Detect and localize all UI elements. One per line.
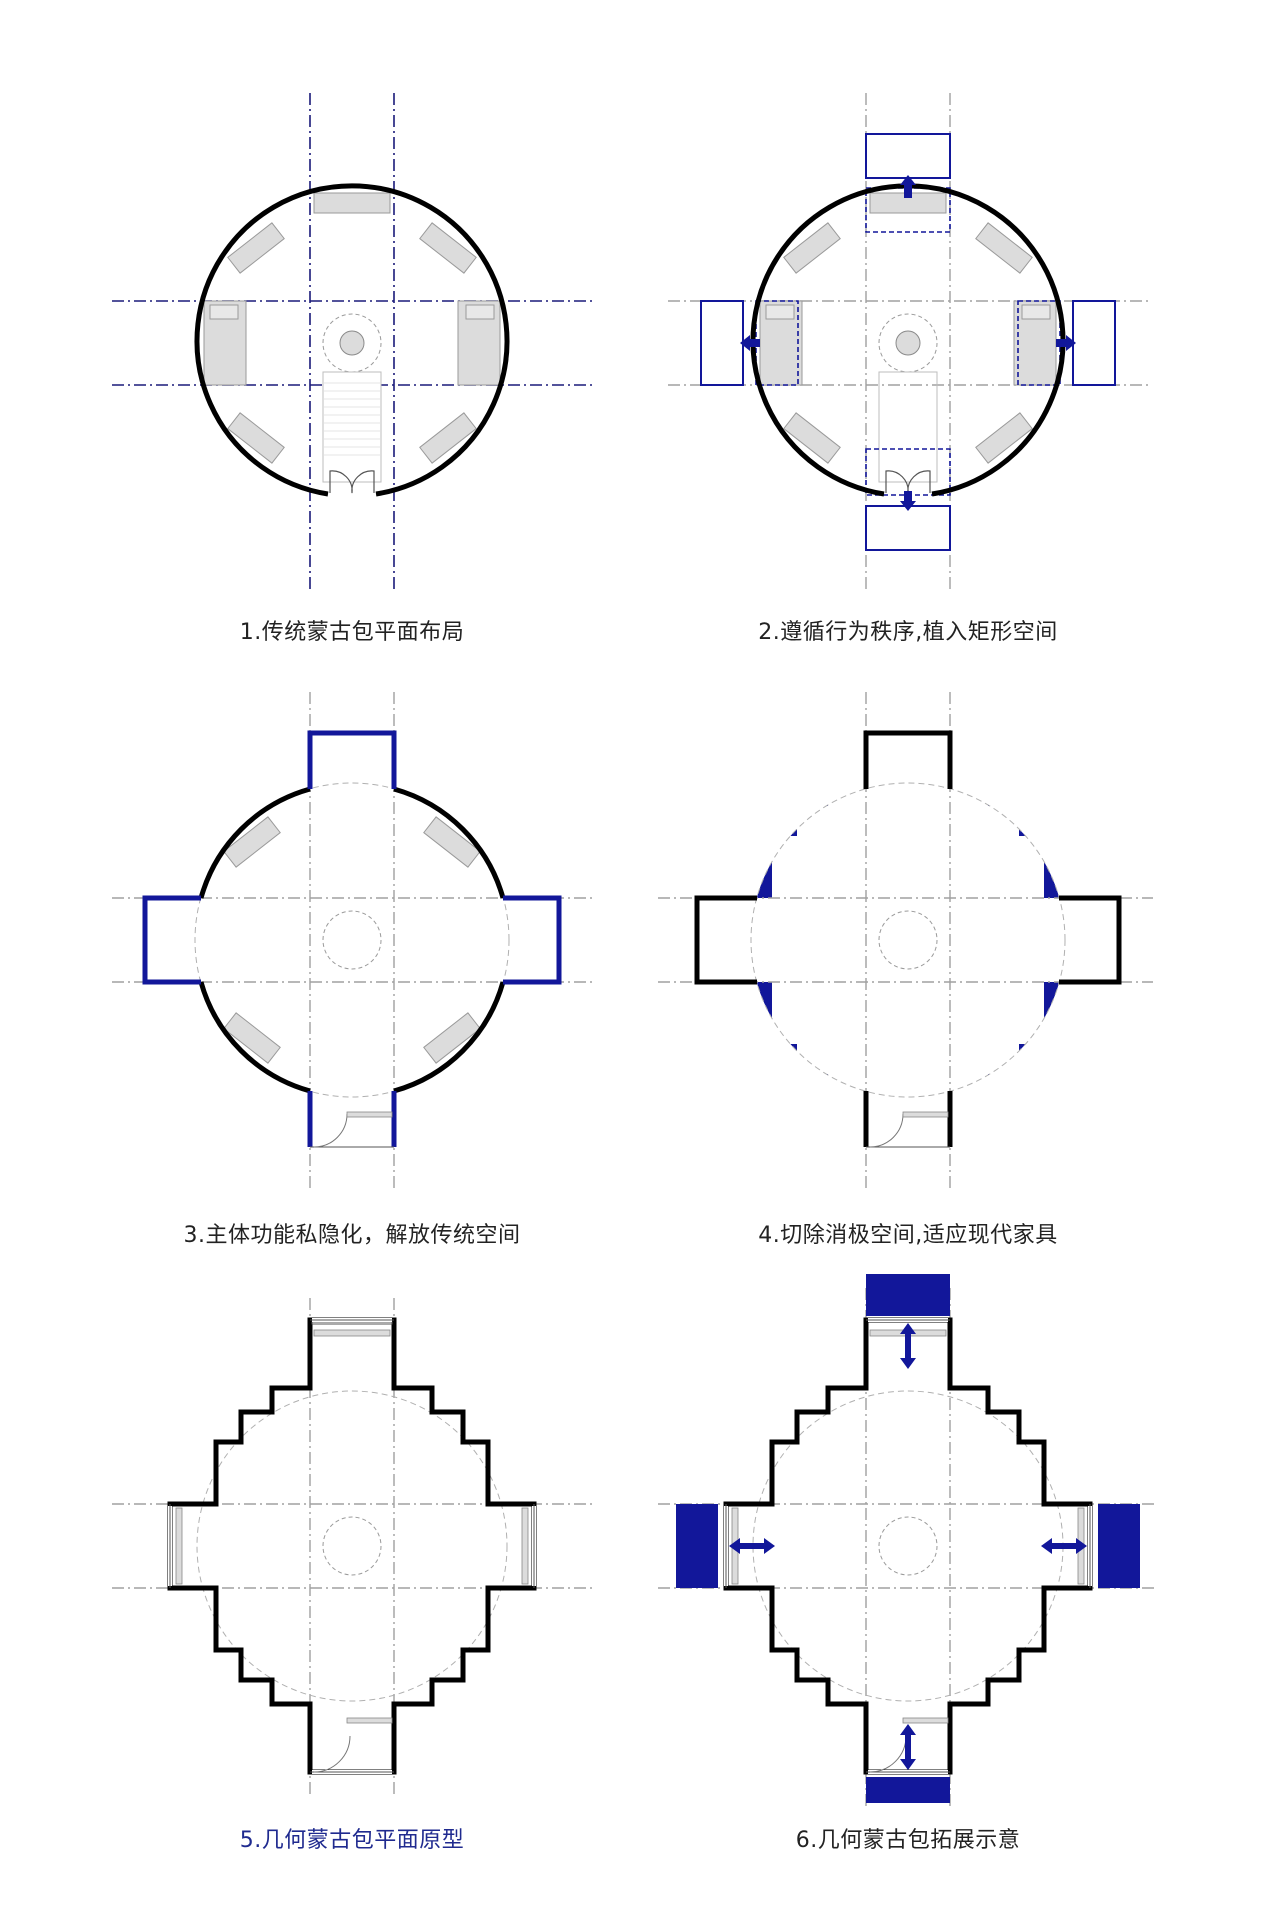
panel-6-expansion [658,1274,1158,1806]
double-door-icon [329,470,375,494]
double-arrow-icons [729,1323,1087,1770]
caption-panel-3: 3.主体功能私隐化，解放传统空间 [183,1223,521,1248]
caption-panel-5: 5.几何蒙古包平面原型 [239,1828,465,1853]
furniture [203,192,501,464]
entry-rug [322,371,382,483]
panel-3-private-bays [112,692,592,1190]
door-icon [313,1735,351,1773]
yurt-wall [194,183,510,497]
door-icon [313,1113,348,1148]
axis-lines [112,93,592,593]
stepped-wall [170,1320,534,1772]
caption-panel-1: 1.传统蒙古包平面布局 [239,620,465,645]
panel-1-traditional-plan [112,93,592,593]
expansion-modules [676,1274,1140,1803]
panel-4-cut-negative-space [658,692,1153,1190]
outer-rectangles [700,133,1116,551]
caption-panel-4: 4.切除消极空间,适应现代家具 [758,1223,1058,1248]
blue-bays [142,730,562,1147]
caption-panel-6: 6.几何蒙古包拓展示意 [795,1828,1021,1853]
window-icons [175,1329,529,1724]
panel-2-insert-rectangles [668,93,1148,593]
panel-5-geometric-prototype [112,1298,592,1796]
caption-panel-2: 2.遵循行为秩序,植入矩形空间 [758,620,1058,645]
push-arrow-icons [740,175,1076,511]
circular-wall-segments [198,786,506,1094]
